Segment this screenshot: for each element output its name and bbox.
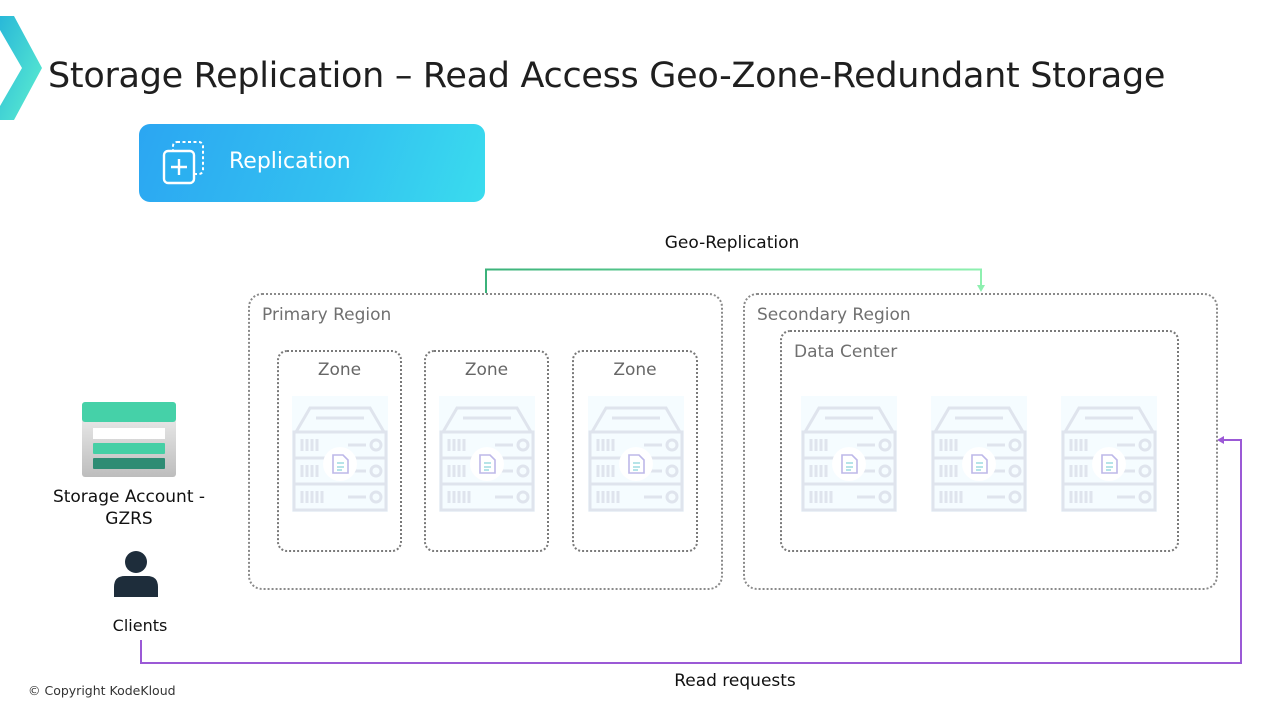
zone-label: Zone [464,360,509,380]
server-icon [586,392,686,514]
storage-account-label-line1: Storage Account - [52,487,206,507]
read-requests-arrowhead [1217,436,1224,444]
clients-label: Clients [112,616,168,635]
data-center-label: Data Center [794,342,898,362]
server-icon [929,392,1029,514]
zone-label: Zone [317,360,362,380]
server-icon [437,392,537,514]
copyright: © Copyright KodeKloud [28,683,176,698]
zone-label: Zone [613,360,657,380]
primary-region [248,293,723,590]
storage-account-icon [82,402,176,477]
server-icon [799,392,899,514]
page-title: Storage Replication – Read Access Geo-Zo… [48,56,1166,96]
secondary-region-label: Secondary Region [757,305,911,325]
geo-replication-label: Geo-Replication [664,233,800,253]
secondary-region [743,293,1218,590]
primary-region-label: Primary Region [262,305,392,325]
replication-button[interactable]: Replication [139,124,485,202]
user-icon [114,551,158,597]
zone-2: Zone [424,350,549,552]
data-center: Data Center [780,330,1179,552]
server-icon [1059,392,1159,514]
storage-account-label-line2: GZRS [105,509,153,529]
replication-label: Replication [229,149,351,174]
kodekloud-logo-icon [0,16,42,120]
zone-1: Zone [277,350,402,552]
add-copy-icon [162,141,204,185]
server-icon [290,392,390,514]
geo-replication-line [485,268,982,293]
read-requests-line [140,439,1242,664]
geo-replication-arrowhead [977,285,985,292]
zone-3: Zone [572,350,698,552]
read-requests-label: Read requests [674,671,796,691]
